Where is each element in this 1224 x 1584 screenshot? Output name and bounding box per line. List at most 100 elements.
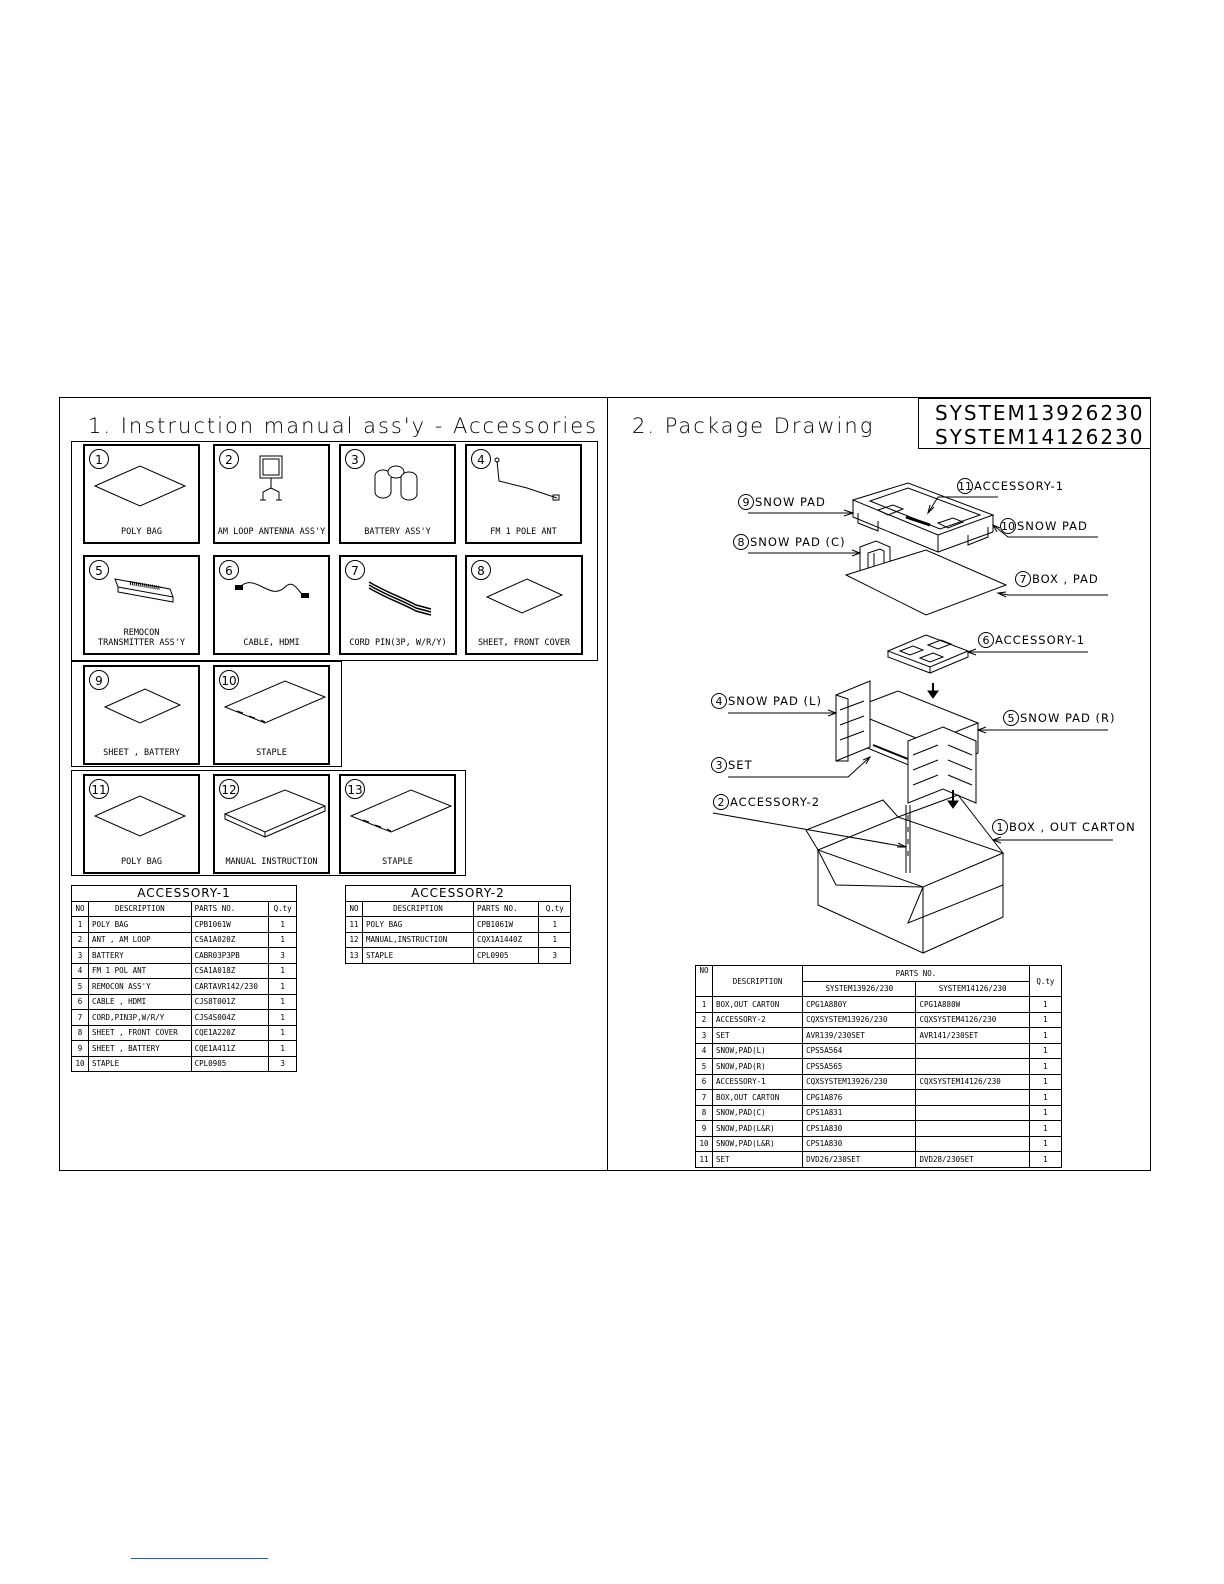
out-carton-box <box>805 794 1005 954</box>
item-number: 9 <box>89 670 109 690</box>
table-cell: 4 <box>71 962 89 979</box>
table-cell: 3 <box>695 1027 713 1044</box>
item-label: SHEET, FRONT COVER <box>477 638 571 648</box>
table-cell: CQE1A220Z <box>190 1024 270 1041</box>
table-cell: AVR141/230SET <box>915 1027 1030 1044</box>
item-number: 3 <box>345 449 365 469</box>
table-cell: CPG1A876 <box>802 1089 917 1106</box>
table-cell: SHEET , BATTERY <box>88 1040 192 1057</box>
item-number: 1 <box>89 449 109 469</box>
table-cell <box>915 1135 1030 1152</box>
remote-control-icon <box>114 578 174 603</box>
col-description: DESCRIPTION <box>362 900 474 917</box>
table-cell <box>915 1042 1030 1059</box>
table-cell: 3 <box>71 947 89 964</box>
table-cell: SET <box>711 1151 804 1168</box>
table-cell: 10 <box>695 1135 713 1152</box>
table-cell: 3 <box>268 947 297 964</box>
accessory-group-c <box>71 770 466 876</box>
col-parts-no: PARTS NO. <box>802 965 1030 982</box>
item-label: POLY BAG <box>121 857 162 867</box>
table-cell: 1 <box>1028 1089 1063 1106</box>
table-cell: 1 <box>1028 1011 1063 1028</box>
col-qty: Q.ty <box>1028 965 1063 997</box>
item-label: FM 1 POLE ANT <box>490 527 557 537</box>
table-cell: 1 <box>71 916 89 933</box>
col-qty: Q.ty <box>538 900 571 917</box>
section1-title: 1. Instruction manual ass'y - Accessorie… <box>88 414 599 438</box>
table-cell: 1 <box>538 916 571 933</box>
table-cell: BATTERY <box>88 947 192 964</box>
table-cell: ACCESSORY-1 <box>711 1073 804 1090</box>
table-cell: 1 <box>268 1024 297 1041</box>
item-number: 11 <box>89 779 109 799</box>
table-cell: 1 <box>1028 1073 1063 1090</box>
table-cell: 1 <box>538 931 571 948</box>
col-no: NO <box>71 900 89 917</box>
table-cell: 4 <box>695 1042 713 1059</box>
system-model-2: SYSTEM14126230 <box>935 425 1145 449</box>
table-cell: 9 <box>71 1040 89 1057</box>
item-label: AM LOOP ANTENNA ASS'Y <box>217 527 326 537</box>
col-model1: SYSTEM13926/230 <box>802 980 917 997</box>
table-cell: 6 <box>71 993 89 1010</box>
accessory-group-b <box>71 661 342 767</box>
accessory2-table: ACCESSORY-2 NO DESCRIPTION PARTS NO. Q.t… <box>345 885 571 964</box>
col-model2: SYSTEM14126/230 <box>915 980 1030 997</box>
table-cell: 11 <box>345 916 363 933</box>
table-cell: 1 <box>1028 1042 1063 1059</box>
table-cell: POLY BAG <box>88 916 192 933</box>
table-cell: 2 <box>71 931 89 948</box>
table-cell: CPS1A830 <box>802 1135 917 1152</box>
table-cell: SNOW,PAD(L&R) <box>711 1120 804 1137</box>
table-cell: 1 <box>268 931 297 948</box>
table-cell: CORD,PIN3P,W/R/Y <box>88 1009 192 1026</box>
table-cell: 1 <box>268 1009 297 1026</box>
table-cell: 1 <box>268 978 297 995</box>
accessory1-title: ACCESSORY-1 <box>71 885 297 902</box>
item-label: MANUAL INSTRUCTION <box>225 857 318 867</box>
table-cell: 1 <box>268 916 297 933</box>
table-cell: CPS5A565 <box>802 1058 917 1075</box>
poly-bag-icon <box>93 795 187 837</box>
table-cell: 1 <box>1028 1058 1063 1075</box>
manual-book-icon <box>223 789 327 838</box>
item-label: CABLE, HDMI <box>243 638 300 648</box>
table-cell: CQXSYSTEM13926/230 <box>802 1011 917 1028</box>
package-parts-table: NO DESCRIPTION PARTS NO. Q.ty SYSTEM1392… <box>695 965 1063 1168</box>
table-cell: CQXSYSTEM13926/230 <box>802 1073 917 1090</box>
table-cell: CPG1A880Y <box>802 996 917 1013</box>
table-cell: STAPLE <box>362 947 474 964</box>
item-number: 7 <box>345 560 365 580</box>
table-cell: SNOW,PAD(R) <box>711 1058 804 1075</box>
table-cell: 1 <box>1028 1104 1063 1121</box>
table-cell: CPL0905 <box>190 1055 270 1072</box>
table-cell: STAPLE <box>88 1055 192 1072</box>
accessory-1-tray <box>886 634 970 674</box>
table-cell: CQXSYSTEM14126/230 <box>915 1073 1030 1090</box>
table-cell: 13 <box>345 947 363 964</box>
table-cell: 3 <box>538 947 571 964</box>
table-cell: CJS8T001Z <box>190 993 270 1010</box>
fm-antenna-icon <box>494 457 560 501</box>
table-cell: AVR139/230SET <box>802 1027 917 1044</box>
